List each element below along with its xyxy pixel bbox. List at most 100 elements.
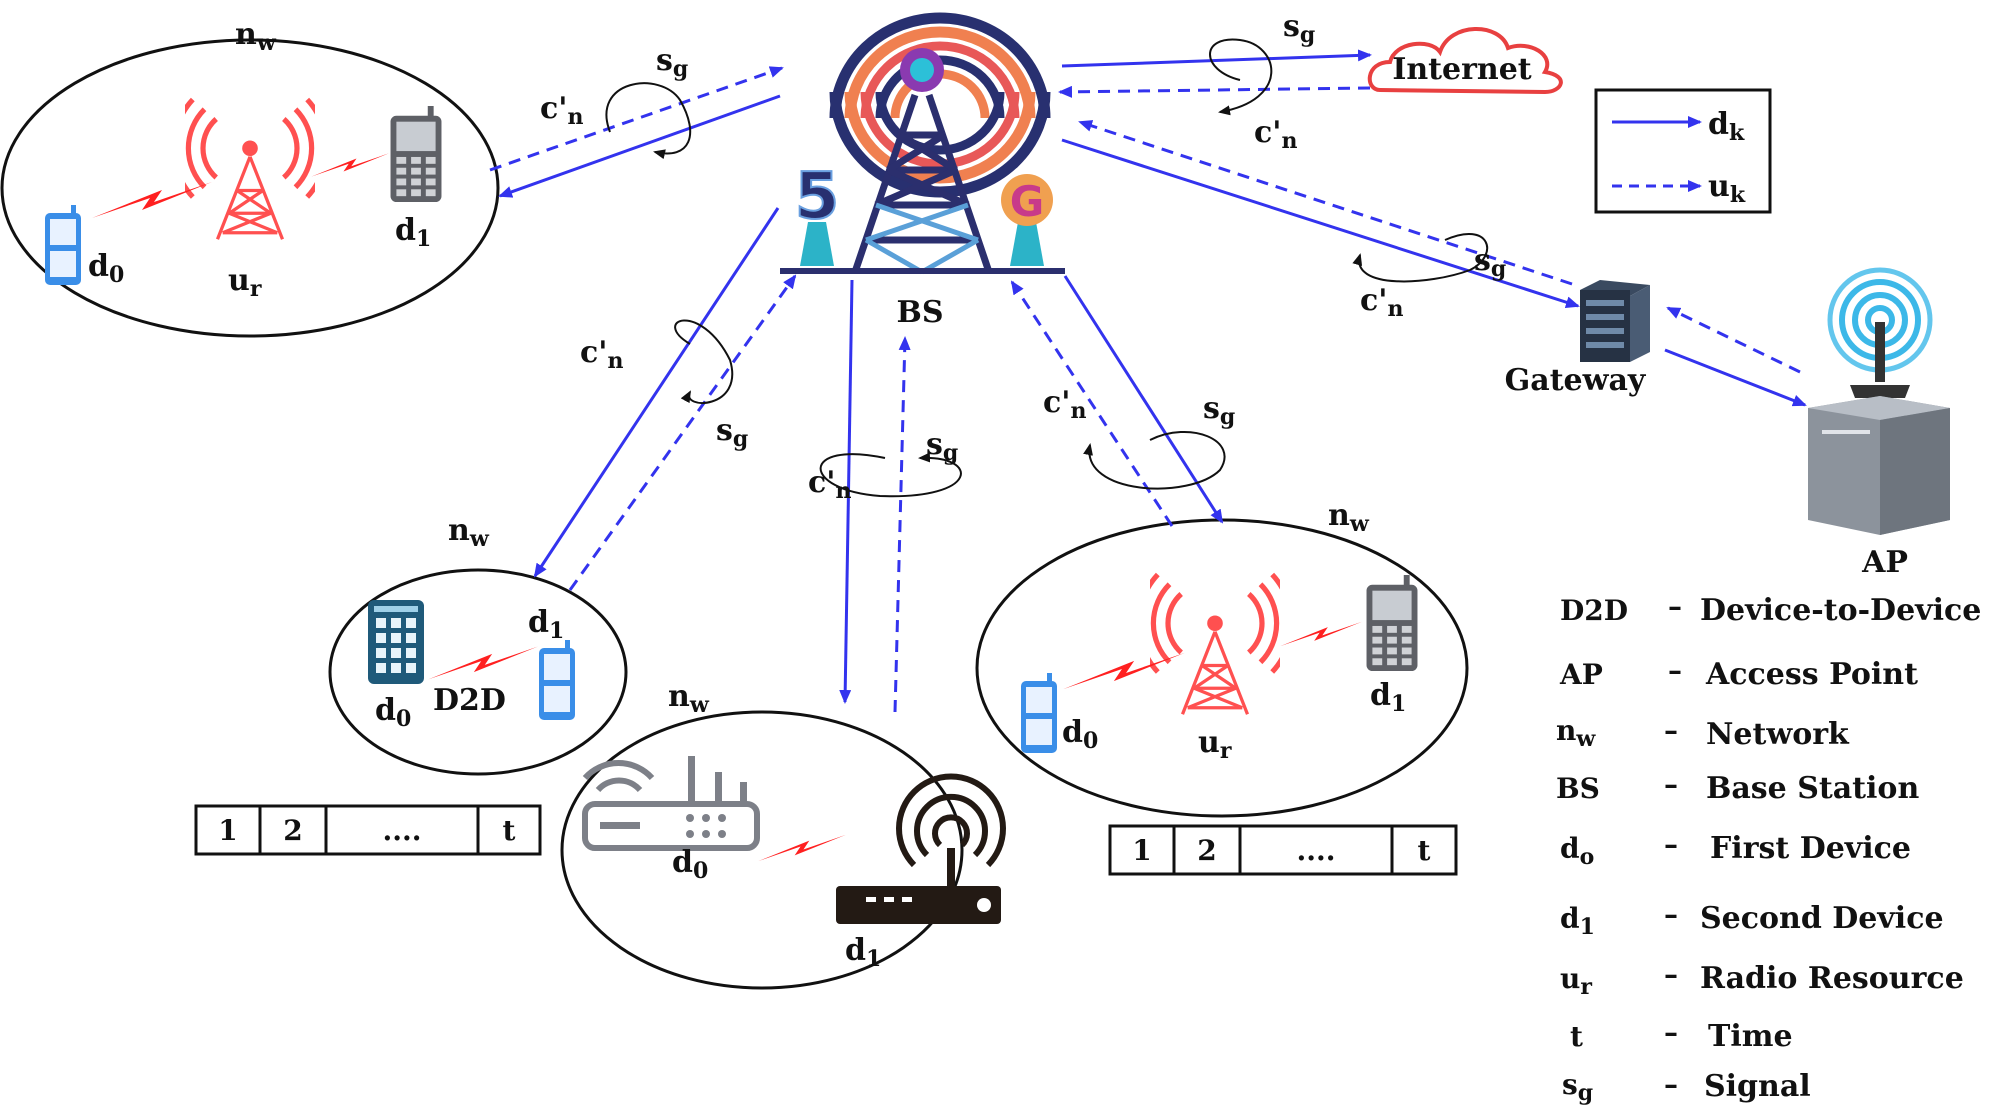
svg-text:–: –	[1664, 714, 1678, 747]
svg-text:....: ....	[1297, 834, 1336, 867]
svg-text:1: 1	[218, 814, 237, 847]
svg-text:D2D: D2D	[1560, 594, 1628, 627]
svg-text:nw: nw	[1328, 498, 1370, 537]
lightning-icon	[1280, 621, 1362, 647]
cell-tower-icon	[1139, 575, 1292, 715]
phone-icon	[1021, 673, 1057, 753]
d2d-label: D2D	[433, 683, 506, 718]
svg-text:ur: ur	[1560, 962, 1592, 1000]
svg-text:sg: sg	[1283, 9, 1315, 48]
legend-uk-u: u	[1708, 169, 1730, 204]
svg-text:AP: AP	[1559, 658, 1603, 691]
svg-text:d0: d0	[1062, 715, 1098, 754]
svg-text:c'n: c'n	[1254, 115, 1297, 154]
network-top-left	[0, 38, 500, 338]
svg-text:1: 1	[1132, 834, 1151, 867]
bs-label: BS	[896, 295, 943, 330]
svg-text:Second Device: Second Device	[1700, 901, 1944, 936]
svg-text:–: –	[1664, 898, 1678, 931]
legend-dk-k: k	[1729, 120, 1745, 146]
svg-text:–: –	[1664, 958, 1678, 991]
svg-text:t: t	[1418, 834, 1431, 867]
wifi-router-icon	[582, 756, 760, 851]
svg-text:d0: d0	[88, 249, 124, 288]
svg-text:t: t	[1570, 1020, 1583, 1053]
time-slots-left: 1 2 .... t	[194, 804, 542, 856]
svg-text:sg: sg	[1203, 391, 1235, 430]
legend-dk-d: d	[1708, 107, 1729, 142]
signal-loops	[605, 38, 1489, 498]
svg-text:nw: nw	[448, 513, 490, 552]
svg-text:sg: sg	[716, 413, 748, 452]
five-g-badge-5: 5	[795, 160, 840, 234]
time-slots-right: 1 2 .... t	[1108, 824, 1458, 876]
svg-text:2: 2	[283, 814, 302, 847]
svg-text:....: ....	[383, 814, 422, 847]
router-icon	[836, 773, 1006, 924]
server-icon	[1580, 280, 1650, 362]
svg-text:c'n: c'n	[1043, 385, 1086, 424]
svg-text:–: –	[1664, 1016, 1678, 1049]
svg-text:t: t	[503, 814, 516, 847]
ap-label: AP	[1861, 545, 1908, 580]
phone-icon	[539, 640, 575, 720]
svg-text:BS: BS	[1556, 772, 1600, 805]
phone-icon	[368, 600, 424, 684]
svg-text:Device-to-Device: Device-to-Device	[1700, 593, 1981, 628]
lightning-icon	[428, 646, 538, 680]
lightning-icon	[758, 834, 846, 862]
svg-text:sg: sg	[926, 427, 958, 466]
cloud-icon	[1367, 27, 1563, 95]
svg-text:Network: Network	[1706, 717, 1850, 752]
phone-icon	[390, 106, 442, 203]
svg-text:sg: sg	[1474, 243, 1506, 282]
svg-text:c'n: c'n	[1360, 283, 1403, 322]
arrow-legend: dk uk	[1594, 88, 1772, 214]
svg-text:nw: nw	[1556, 714, 1596, 752]
legend-uk-k: k	[1730, 182, 1746, 208]
svg-text:d1: d1	[845, 933, 881, 972]
internet-label: Internet	[1392, 52, 1531, 87]
network-bottom	[560, 710, 964, 990]
svg-text:sg: sg	[1562, 1068, 1593, 1105]
svg-text:uk: uk	[1708, 169, 1746, 208]
svg-text:d0: d0	[672, 845, 708, 884]
svg-text:nw: nw	[668, 679, 710, 718]
svg-text:do: do	[1560, 832, 1594, 870]
svg-text:dk: dk	[1708, 107, 1745, 146]
svg-text:ur: ur	[228, 263, 262, 302]
svg-text:c'n: c'n	[580, 335, 623, 374]
svg-text:c'n: c'n	[808, 465, 851, 504]
gateway-label: Gateway	[1505, 363, 1647, 398]
svg-text:c'n: c'n	[540, 91, 583, 130]
abbreviation-legend: D2D – Device-to-Device AP – Access Point…	[1556, 590, 1981, 1105]
svg-text:sg: sg	[656, 43, 688, 82]
lightning-icon	[311, 153, 389, 177]
svg-text:Radio Resource: Radio Resource	[1700, 961, 1964, 996]
access-point-icon	[1808, 267, 1950, 535]
svg-text:Access Point: Access Point	[1705, 657, 1918, 692]
svg-text:d1: d1	[395, 213, 431, 252]
svg-text:d1: d1	[1370, 678, 1406, 717]
svg-text:–: –	[1668, 654, 1682, 687]
base-station-tower-icon: 5 G	[780, 12, 1065, 275]
phone-icon	[45, 205, 81, 285]
svg-text:d1: d1	[528, 605, 564, 644]
svg-text:d1: d1	[1560, 902, 1595, 940]
network-d2d	[328, 568, 628, 776]
svg-text:–: –	[1664, 768, 1678, 801]
svg-text:First Device: First Device	[1710, 831, 1911, 866]
svg-text:–: –	[1668, 590, 1682, 623]
svg-text:2: 2	[1197, 834, 1216, 867]
phone-icon	[1366, 575, 1418, 672]
lightning-icon	[92, 182, 212, 218]
svg-text:–: –	[1664, 1068, 1678, 1101]
svg-text:–: –	[1664, 828, 1678, 861]
svg-text:Time: Time	[1708, 1019, 1793, 1054]
svg-text:nw: nw	[235, 17, 277, 56]
svg-text:ur: ur	[1198, 725, 1232, 764]
svg-text:Base Station: Base Station	[1706, 771, 1919, 806]
svg-text:Signal: Signal	[1704, 1069, 1811, 1104]
cell-tower-icon	[174, 100, 327, 240]
